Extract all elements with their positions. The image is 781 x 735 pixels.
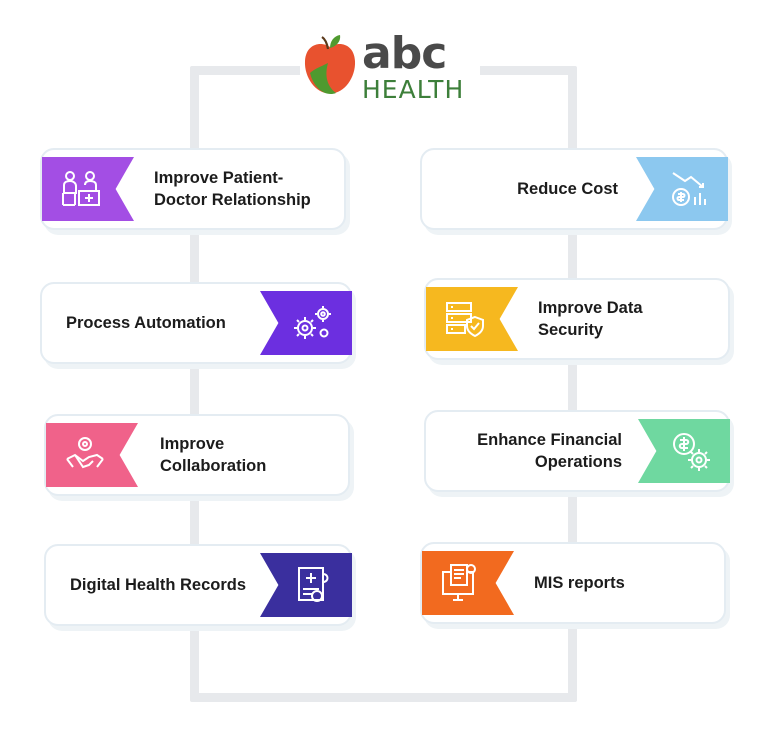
benefit-card-patient-doctor: Improve Patient-Doctor Relationship (40, 148, 346, 230)
benefit-label: Process Automation (66, 313, 226, 332)
benefit-ribbon (638, 419, 730, 483)
apple-logo-icon (304, 35, 356, 95)
benefit-ribbon (260, 553, 352, 617)
benefit-card-collaboration: Improve Collaboration (44, 414, 350, 496)
benefit-ribbon (260, 291, 352, 355)
benefit-card-mis-reports: MIS reports (420, 542, 726, 624)
doctor-patient-icon (62, 171, 100, 206)
benefit-label: Improve Data Security (538, 298, 643, 339)
benefit-ribbon (42, 157, 134, 221)
report-computer-icon (442, 564, 476, 601)
gears-icon (294, 306, 331, 339)
brand-sub: HEALTH (362, 75, 465, 104)
benefit-label: Improve Patient-Doctor Relationship (154, 168, 311, 209)
benefit-label: Reduce Cost (517, 179, 618, 198)
medical-record-icon (298, 567, 329, 602)
brand-word: abc (362, 28, 447, 79)
benefit-card-process-automation: Process Automation (40, 282, 352, 364)
benefit-card-digital-health-records: Digital Health Records (44, 544, 352, 626)
dollar-gear-icon (673, 433, 710, 471)
money-down-icon (672, 172, 706, 206)
benefit-ribbon (426, 287, 518, 351)
benefit-ribbon (422, 551, 514, 615)
handshake-icon (66, 437, 104, 469)
benefit-card-data-security: Improve Data Security (424, 278, 730, 360)
benefit-label: Digital Health Records (70, 575, 247, 594)
server-shield-icon (446, 302, 484, 338)
benefit-label: MIS reports (534, 573, 625, 592)
benefit-card-reduce-cost: Reduce Cost (420, 148, 728, 230)
brand-logo: abc HEALTH (300, 28, 480, 106)
benefit-card-financial-operations: Enhance Financial Operations (424, 410, 730, 492)
benefit-ribbon (46, 423, 138, 487)
benefit-ribbon (636, 157, 728, 221)
benefit-label: Improve Collaboration (160, 434, 267, 475)
benefit-label: Enhance Financial Operations (477, 430, 622, 471)
